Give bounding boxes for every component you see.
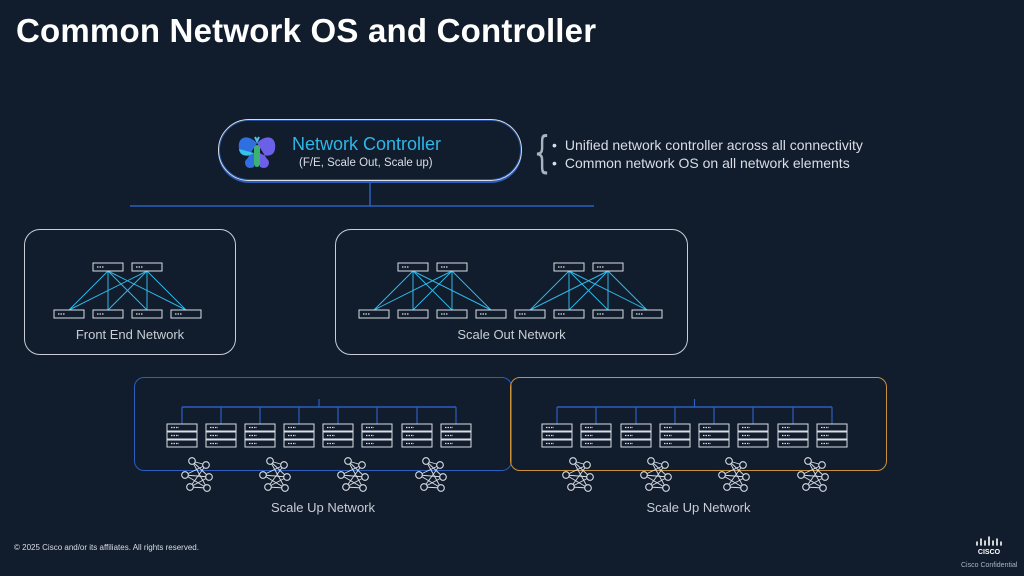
switch-icon bbox=[92, 309, 124, 319]
server-stack-icon bbox=[283, 423, 315, 448]
switch-icon bbox=[553, 309, 585, 319]
switch-icon bbox=[397, 309, 429, 319]
switch-icon bbox=[631, 309, 663, 319]
server-stack-icon bbox=[737, 423, 769, 448]
scale-out-network-box[interactable] bbox=[335, 229, 688, 355]
switch-icon bbox=[170, 309, 202, 319]
scale-up-network-label-2: Scale Up Network bbox=[646, 500, 751, 515]
cisco-wordmark: CISCO bbox=[978, 549, 1001, 556]
switch-icon bbox=[592, 262, 624, 272]
bullet-item: Common network OS on all network element… bbox=[552, 155, 863, 171]
front-end-network-label: Front End Network bbox=[75, 327, 185, 342]
server-stack-icon bbox=[777, 423, 809, 448]
fabric-link bbox=[373, 270, 453, 311]
mesh-cluster-icon bbox=[337, 457, 369, 492]
switch-icon bbox=[92, 262, 124, 272]
topology-devices bbox=[53, 262, 848, 492]
scale-up-network-box-2[interactable] bbox=[510, 377, 887, 471]
switch-icon bbox=[553, 262, 585, 272]
server-stack-icon bbox=[580, 423, 612, 448]
switch-icon bbox=[397, 262, 429, 272]
server-stack-icon bbox=[244, 423, 276, 448]
server-stack-icon bbox=[659, 423, 691, 448]
copyright-footer: © 2025 Cisco and/or its affiliates. All … bbox=[14, 543, 199, 552]
switch-icon bbox=[131, 309, 163, 319]
switch-icon bbox=[436, 309, 468, 319]
switch-icon bbox=[514, 309, 546, 319]
switch-icon bbox=[592, 309, 624, 319]
mesh-cluster-icon bbox=[259, 457, 291, 492]
fabric-link bbox=[607, 270, 648, 311]
fabric-link bbox=[68, 270, 109, 311]
server-stack-icon bbox=[541, 423, 573, 448]
scale-up-network-box-1[interactable] bbox=[134, 377, 512, 471]
controller-subtitle: (F/E, Scale Out, Scale up) bbox=[299, 157, 433, 169]
switch-icon bbox=[436, 262, 468, 272]
scale-out-network-label: Scale Out Network bbox=[457, 327, 566, 342]
fabric-link bbox=[373, 270, 414, 311]
fabric-link bbox=[107, 270, 148, 311]
server-stack-icon bbox=[401, 423, 433, 448]
fabric-link bbox=[412, 270, 453, 311]
fabric-link bbox=[68, 270, 148, 311]
server-stack-icon bbox=[440, 423, 472, 448]
cisco-bars-icon: CISCO bbox=[976, 536, 1002, 556]
controller-logo-icon bbox=[238, 136, 276, 168]
page-title: Common Network OS and Controller bbox=[16, 12, 597, 49]
cisco-logo: CISCO bbox=[974, 535, 1008, 562]
bullet-item: Unified network controller across all co… bbox=[552, 137, 863, 153]
server-stack-icon bbox=[166, 423, 198, 448]
server-stack-icon bbox=[816, 423, 848, 448]
feature-bullets: Unified network controller across all co… bbox=[552, 137, 863, 173]
server-stack-icon bbox=[322, 423, 354, 448]
front-end-network-box[interactable] bbox=[24, 229, 236, 355]
mesh-cluster-icon bbox=[181, 457, 213, 492]
fabric-link bbox=[146, 270, 187, 311]
mesh-cluster-icon bbox=[718, 457, 750, 492]
fabric-link bbox=[568, 270, 609, 311]
fabric-link bbox=[451, 270, 492, 311]
mesh-cluster-icon bbox=[640, 457, 672, 492]
mesh-cluster-icon bbox=[562, 457, 594, 492]
scale-up-network-label-1: Scale Up Network bbox=[270, 500, 376, 515]
switch-icon bbox=[53, 309, 85, 319]
switch-icon bbox=[358, 309, 390, 319]
fabric-link bbox=[529, 270, 609, 311]
server-stack-icon bbox=[205, 423, 237, 448]
switch-icon bbox=[131, 262, 163, 272]
mesh-cluster-icon bbox=[415, 457, 447, 492]
controller-title: Network Controller bbox=[292, 134, 442, 154]
server-stack-icon bbox=[620, 423, 652, 448]
fabric-link bbox=[529, 270, 570, 311]
brace-icon: { bbox=[533, 127, 551, 178]
switch-icon bbox=[475, 309, 507, 319]
server-stack-icon bbox=[698, 423, 730, 448]
server-stack-icon bbox=[361, 423, 393, 448]
topology-links bbox=[68, 181, 833, 424]
network-controller-node[interactable]: Network Controller (F/E, Scale Out, Scal… bbox=[218, 119, 522, 181]
confidential-label: Cisco Confidential bbox=[961, 562, 1018, 569]
mesh-cluster-icon bbox=[797, 457, 829, 492]
